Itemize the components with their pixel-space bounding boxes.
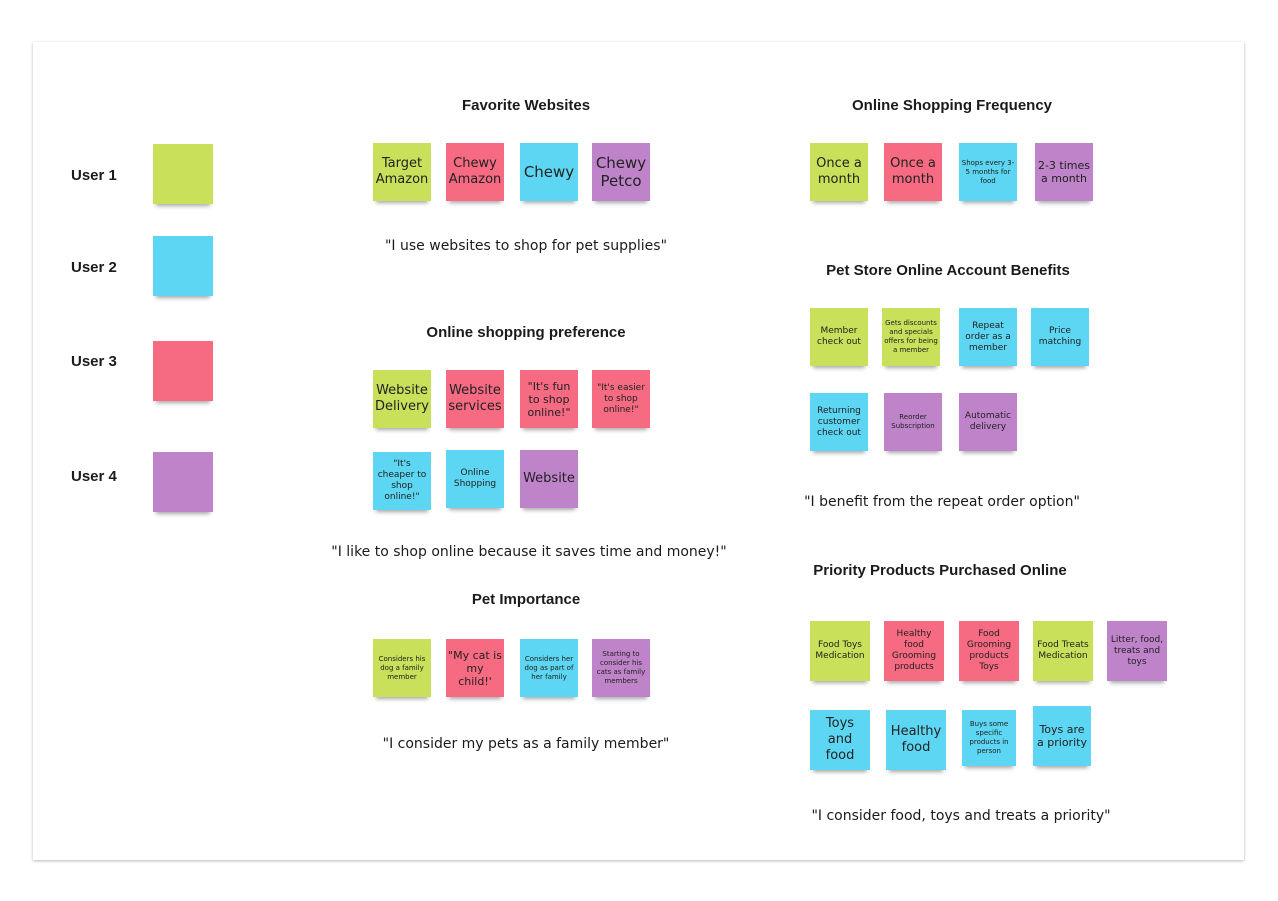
sticky-note[interactable]: Healthy food Grooming products bbox=[884, 621, 944, 681]
sticky-note[interactable]: Healthy food bbox=[886, 710, 946, 770]
sticky-note[interactable]: Automatic delivery bbox=[959, 393, 1017, 451]
sticky-note[interactable]: Price matching bbox=[1031, 308, 1089, 366]
sticky-note[interactable]: Shops every 3-5 months for food bbox=[959, 143, 1017, 201]
sticky-note[interactable]: Website services bbox=[446, 370, 504, 428]
sticky-note[interactable]: Online Shopping bbox=[446, 450, 504, 508]
priority-products-quote: "I consider food, toys and treats a prio… bbox=[811, 808, 1111, 824]
sticky-note[interactable]: Returning customer check out bbox=[810, 393, 868, 451]
legend-note-user-3[interactable] bbox=[153, 341, 213, 401]
sticky-note[interactable]: Gets discounts and specials offers for b… bbox=[882, 308, 940, 366]
account-benefits-title: Pet Store Online Account Benefits bbox=[826, 262, 1070, 279]
legend-label-user-3: User 3 bbox=[71, 353, 117, 370]
sticky-note[interactable]: Food Grooming products Toys bbox=[959, 621, 1019, 681]
online-shopping-frequency-title: Online Shopping Frequency bbox=[851, 97, 1053, 114]
online-shopping-preference-quote: "I like to shop online because it saves … bbox=[331, 544, 727, 560]
legend-label-user-1: User 1 bbox=[71, 167, 117, 184]
sticky-note[interactable]: Food Treats Medication bbox=[1033, 621, 1093, 681]
sticky-note[interactable]: Member check out bbox=[810, 308, 868, 366]
legend-note-user-1[interactable] bbox=[153, 144, 213, 204]
sticky-note[interactable]: "It's easier to shop online!" bbox=[592, 370, 650, 428]
sticky-note[interactable]: Food Toys Medication bbox=[810, 621, 870, 681]
pet-importance-quote: "I consider my pets as a family member" bbox=[382, 736, 670, 752]
online-shopping-preference-title: Online shopping preference bbox=[426, 324, 626, 341]
sticky-note[interactable]: Litter, food, treats and toys bbox=[1107, 621, 1167, 681]
sticky-note[interactable]: Website Delivery bbox=[373, 370, 431, 428]
legend-note-user-2[interactable] bbox=[153, 236, 213, 296]
sticky-note[interactable]: Once a month bbox=[810, 143, 868, 201]
sticky-note[interactable]: "It's fun to shop online!" bbox=[520, 370, 578, 428]
sticky-note[interactable]: Toys and food bbox=[810, 710, 870, 770]
pet-importance-title: Pet Importance bbox=[471, 591, 581, 608]
sticky-note[interactable]: 2-3 times a month bbox=[1035, 143, 1093, 201]
sticky-note[interactable]: Buys some specific products in person bbox=[962, 710, 1016, 766]
sticky-note[interactable]: Chewy Petco bbox=[592, 143, 650, 201]
sticky-note[interactable]: Once a month bbox=[884, 143, 942, 201]
legend-label-user-2: User 2 bbox=[71, 259, 117, 276]
sticky-note[interactable]: Considers her dog as part of her family bbox=[520, 639, 578, 697]
sticky-note[interactable]: Considers his dog a family member bbox=[373, 639, 431, 697]
legend-note-user-4[interactable] bbox=[153, 452, 213, 512]
sticky-note[interactable]: "It's cheaper to shop online!" bbox=[373, 452, 431, 510]
favorite-websites-quote: "I use websites to shop for pet supplies… bbox=[384, 238, 668, 254]
sticky-note[interactable]: "My cat is my child!' bbox=[446, 639, 504, 697]
sticky-note[interactable]: Chewy Amazon bbox=[446, 143, 504, 201]
priority-products-title: Priority Products Purchased Online bbox=[813, 562, 1067, 579]
sticky-note[interactable]: Website bbox=[520, 450, 578, 508]
account-benefits-quote: "I benefit from the repeat order option" bbox=[804, 494, 1080, 510]
legend-label-user-4: User 4 bbox=[71, 468, 117, 485]
sticky-note[interactable]: Reorder Subscription bbox=[884, 393, 942, 451]
sticky-note[interactable]: Chewy bbox=[520, 143, 578, 201]
sticky-note[interactable]: Toys are a priority bbox=[1033, 706, 1091, 766]
sticky-note[interactable]: Target Amazon bbox=[373, 143, 431, 201]
sticky-note[interactable]: Repeat order as a member bbox=[959, 308, 1017, 366]
sticky-note[interactable]: Starting to consider his cats as family … bbox=[592, 639, 650, 697]
favorite-websites-title: Favorite Websites bbox=[461, 97, 591, 114]
